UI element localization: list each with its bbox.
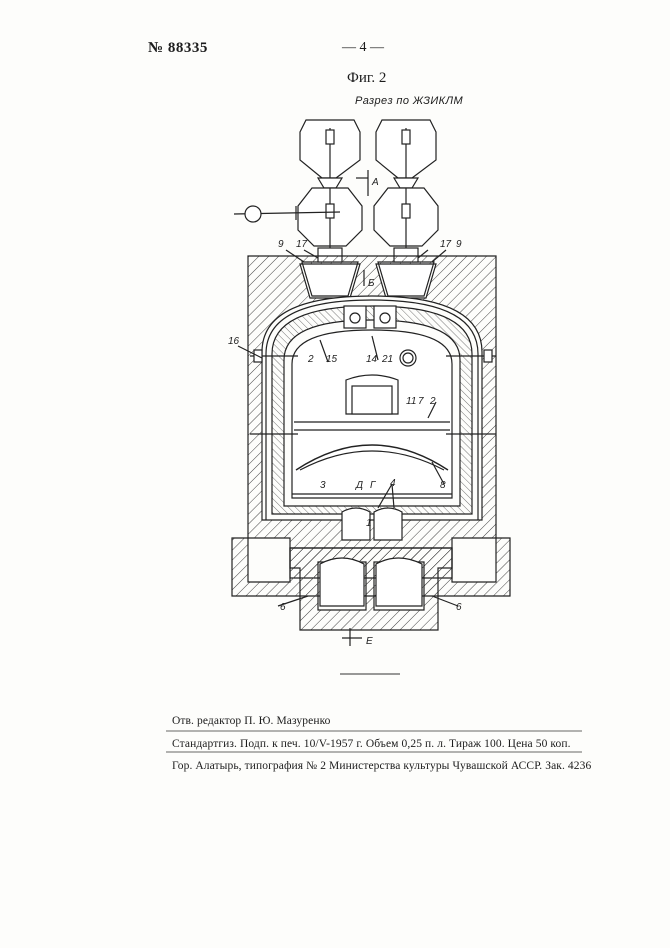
callout-2-left: 2 [307, 354, 314, 365]
callout-4: 4 [390, 478, 396, 489]
callout-16: 16 [228, 336, 240, 347]
lever-weight [233, 205, 341, 223]
hopper-upper-right [375, 119, 437, 180]
callout-G: Г [370, 480, 377, 491]
callout-B: Б [368, 278, 375, 289]
patent-number: № 88335 [148, 40, 208, 56]
callout-3: 3 [320, 480, 326, 491]
page-number: — 4 — [342, 40, 384, 55]
chamber-wall [271, 305, 473, 515]
callout-E: Е [366, 636, 373, 647]
roller-row [294, 421, 450, 431]
callout-8: 8 [440, 480, 446, 491]
callout-17-left: 17 [296, 239, 308, 250]
hopper-upper-left [299, 119, 361, 180]
callout-D: Д [355, 480, 363, 491]
imprint-printer: Гор. Алатырь, типография № 2 Министерств… [172, 760, 592, 772]
figure-label: Фиг. 2 [347, 70, 387, 86]
section-caption: Разрез по ЖЗИКЛМ [355, 95, 464, 107]
callout-1: 1 [366, 518, 372, 529]
callout-21: 21 [381, 354, 393, 365]
callout-11: 11 [406, 396, 416, 407]
callout-17-right: 17 [440, 239, 452, 250]
imprint-publisher: Стандартгиз. Подп. к печ. 10/V-1957 г. О… [172, 738, 571, 750]
callout-A: А [371, 177, 379, 188]
callout-14: 14 [366, 354, 378, 365]
callout-9-left: 9 [278, 239, 284, 250]
firebox [289, 547, 453, 631]
callout-6-right: 6 [456, 602, 462, 613]
callout-15: 15 [326, 354, 338, 365]
callout-6-left: 6 [280, 602, 286, 613]
callout-7: 7 [418, 396, 424, 407]
callout-9-right: 9 [456, 239, 462, 250]
imprint-editor: Отв. редактор П. Ю. Мазуренко [172, 715, 331, 727]
callout-2-right: 2 [429, 396, 436, 407]
